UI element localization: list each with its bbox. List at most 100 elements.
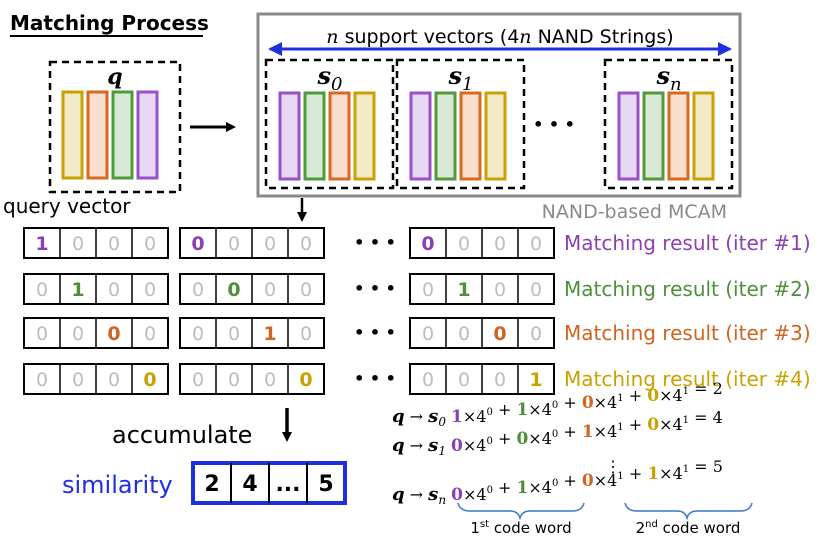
result-bit: 0 [228,369,240,391]
result-bit: 0 [458,369,470,391]
equation-1: q → s1 0×40 + 0×40 + 1×41 + 0×41 = 4 [392,408,723,458]
mcam-span-arrow-right-head [718,42,732,56]
result-bit: 0 [36,323,48,345]
result-bit: 0 [108,233,120,255]
result-bit: 0 [421,233,434,255]
result-bit: 0 [530,323,542,345]
matching-result-label: Matching result (iter #4) [564,367,811,391]
mcam-span-arrow-left-head [268,42,282,56]
result-bit: 0 [264,233,276,255]
result-bit: 0 [72,369,84,391]
result-bit: 1 [35,233,48,255]
support-vector-2-cell-0 [617,91,640,181]
code-word-brace-2 [624,502,753,521]
code-word-1: 1st code word [470,519,571,537]
similarity-value: 2 [204,472,219,497]
query-cell-1 [86,90,109,180]
similarity-value: 5 [318,472,333,497]
matching-result-label: Matching result (iter #1) [564,231,811,255]
query-symbol: q [107,64,122,90]
query-cells [61,90,159,180]
query-cell-2 [111,90,134,180]
support-vector-0-cell-3 [353,91,376,181]
result-bit: 0 [144,233,156,255]
result-bit: 0 [493,323,506,345]
equation-vdots: ⋮ [605,457,621,476]
result-bit: 1 [529,369,542,391]
result-bit: 0 [143,369,156,391]
mcam-header-text: support vectors (4 [339,26,520,48]
result-bit: 0 [228,323,240,345]
support-vector-0: s0 [264,58,395,190]
result-bit: 0 [494,369,506,391]
similarity-value: ... [275,472,300,497]
support-vector-1-cell-1 [434,91,457,181]
support-vector-box [264,58,395,190]
result-bit: 0 [422,279,434,301]
row-ellipsis: • • • [354,323,396,342]
result-bit: 0 [191,233,204,255]
result-bit: 0 [300,279,312,301]
result-bit: 0 [144,279,156,301]
result-bit: 0 [300,233,312,255]
result-bit: 0 [108,279,120,301]
support-vector-1-cell-3 [484,91,507,181]
mcam-label: NAND-based MCAM [542,201,727,223]
result-bit: 0 [300,323,312,345]
result-bit: 0 [422,369,434,391]
result-bit: 0 [264,279,276,301]
result-bit: 0 [144,323,156,345]
query-caption: query vector [3,194,131,218]
support-vector-2-cell-1 [642,91,665,181]
support-vector-1-cell-0 [409,91,432,181]
result-bit: 0 [458,233,470,255]
support-vector-box [603,58,734,190]
accumulate-label: accumulate [112,421,252,449]
result-bit: 1 [457,279,470,301]
result-bit: 0 [192,279,204,301]
result-bit: 0 [264,369,276,391]
result-bit: 0 [192,323,204,345]
support-vector-1-cell-2 [459,91,482,181]
row-ellipsis: • • • [354,279,396,298]
mcam-header: n support vectors (4n NAND Strings) [326,26,673,48]
support-vector-0-cell-1 [303,91,326,181]
support-vector-box [395,58,526,190]
result-bit: 0 [458,323,470,345]
support-vector-0-cell-0 [278,91,301,181]
support-vector-2-cell-2 [667,91,690,181]
matching-results: 1 0 0 0 0 0 0 0 0 0 0 0 • • • Matching result (iter #… [23,227,811,395]
similarity-value: 4 [242,472,257,497]
support-vector-0-cell-2 [328,91,351,181]
result-bit: 0 [192,369,204,391]
mcam-ellipsis: • • • [533,115,575,134]
result-bit: 1 [71,279,84,301]
result-bit: 0 [72,233,84,255]
mcam-box [256,12,742,198]
result-bit: 0 [530,233,542,255]
result-bit: 1 [263,323,276,345]
matching-result-label: Matching result (iter #2) [564,277,811,301]
mcam-header-text2: NAND Strings) [532,26,674,48]
result-bit: 0 [494,233,506,255]
similarity-label: similarity [62,471,173,499]
result-bit: 0 [422,323,434,345]
support-vector-2: sn [603,58,734,190]
query-cell-0 [61,90,84,180]
query-cell-3 [136,90,159,180]
support-vector-2-cell-3 [692,91,715,181]
matching-result-label: Matching result (iter #3) [564,321,811,345]
result-bit: 0 [108,369,120,391]
result-bit: 0 [530,279,542,301]
query-vector-box [48,60,182,194]
equation-2: q → sn 0×40 + 1×40 + 0×41 + 1×41 = 5 [392,457,723,507]
result-bit: 0 [72,323,84,345]
support-vector-label: s1 [448,61,474,95]
support-vectors: s0 s1 sn [264,58,734,190]
